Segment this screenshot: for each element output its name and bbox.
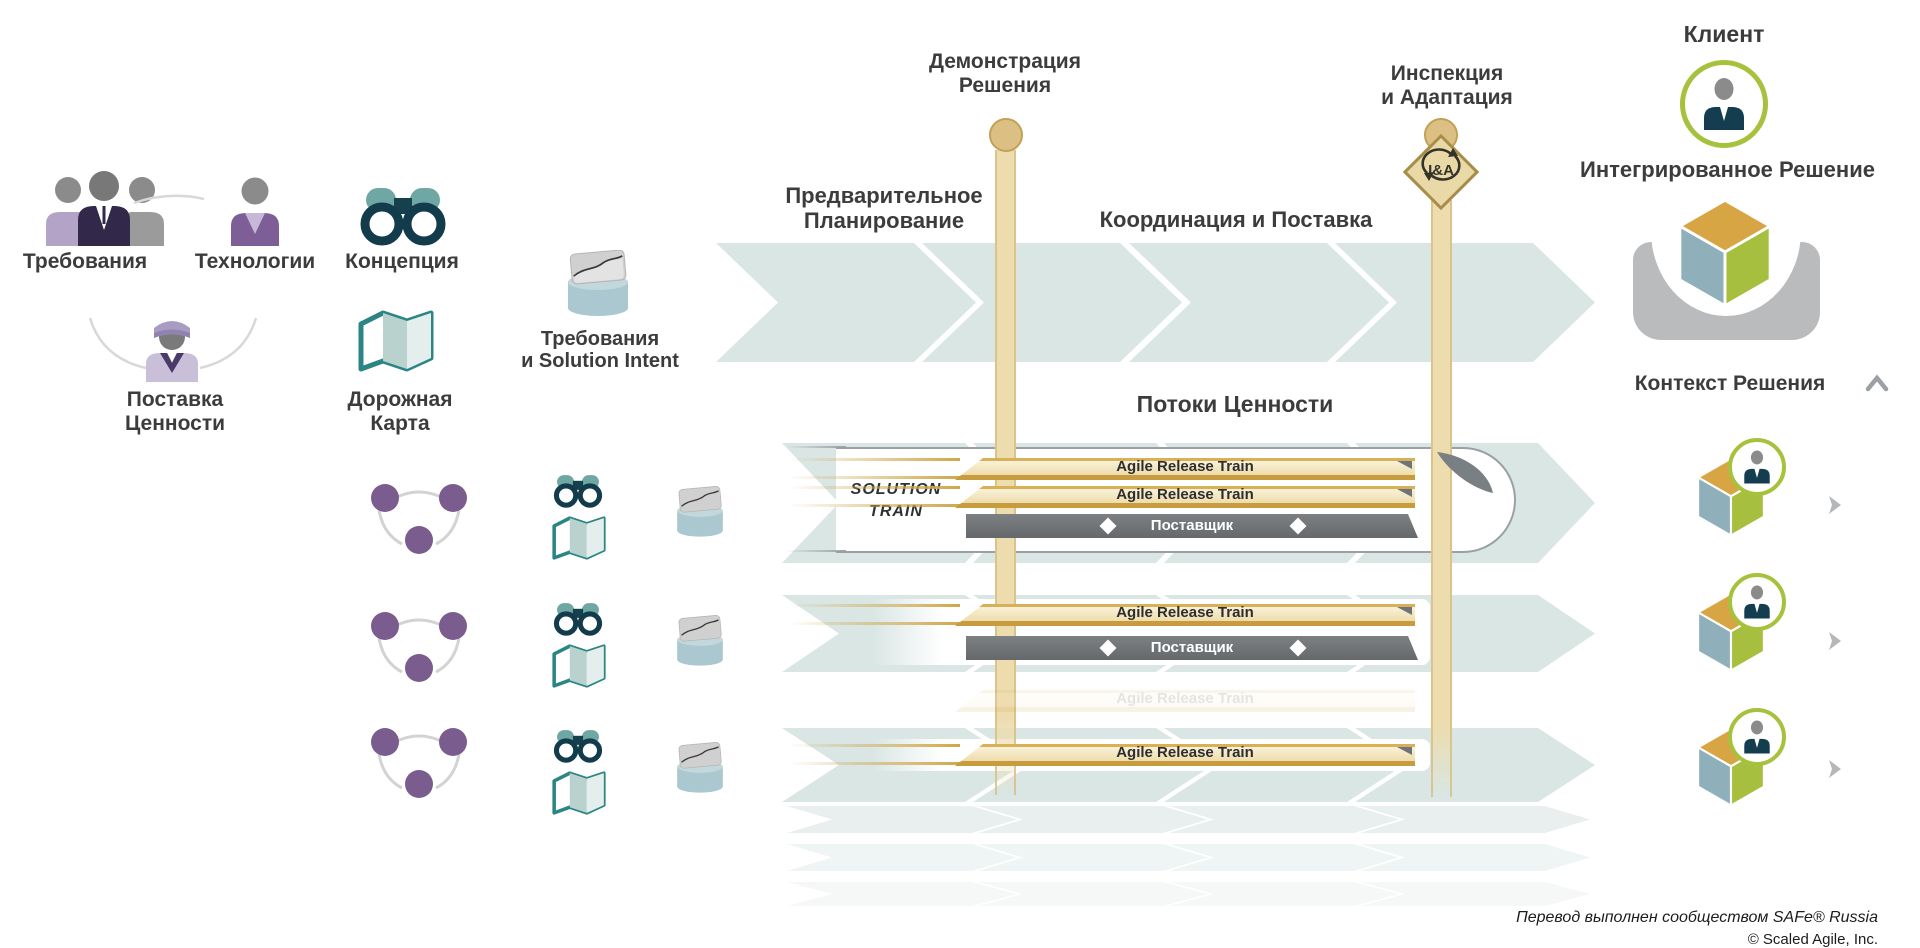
roadmap-map-icon[interactable] bbox=[358, 310, 434, 372]
chevron-segment bbox=[787, 882, 1017, 906]
roadmap-map-icon[interactable] bbox=[552, 771, 606, 815]
faded-train-bar: Agile Release Train bbox=[955, 690, 1415, 712]
chevron-right-icon[interactable] bbox=[1826, 758, 1844, 780]
value-delivery-conductor-icon[interactable] bbox=[140, 306, 204, 382]
vision-binoculars-icon[interactable] bbox=[550, 729, 606, 763]
vision-binoculars-icon[interactable] bbox=[550, 602, 606, 636]
value-stream-nodes-icon[interactable] bbox=[366, 724, 472, 800]
fading-band-3 bbox=[787, 882, 1590, 906]
train-tip-icon bbox=[1397, 489, 1412, 497]
mini-client-icon[interactable] bbox=[1728, 438, 1786, 496]
speed-line bbox=[788, 604, 960, 607]
solution-demo-milestone-icon[interactable] bbox=[989, 118, 1023, 152]
supplier-label: Поставщик bbox=[1150, 517, 1234, 534]
mini-client-icon[interactable] bbox=[1728, 708, 1786, 766]
agile-release-train-bar[interactable]: Agile Release Train bbox=[955, 458, 1415, 480]
ia-cycle-arrows-icon bbox=[1421, 148, 1461, 181]
train-nose-icon bbox=[1437, 452, 1493, 493]
chevron-segment bbox=[787, 844, 1017, 871]
solution-demo-label[interactable]: Демонстрация Решения bbox=[929, 50, 1081, 97]
person-icon bbox=[1744, 585, 1770, 619]
requirements-label[interactable]: Требования bbox=[22, 250, 148, 273]
agile-release-train-label: Agile Release Train bbox=[1116, 744, 1254, 761]
solution-intent-repository-icon[interactable] bbox=[556, 250, 640, 320]
roadmap-map-icon[interactable] bbox=[552, 644, 606, 688]
speed-line bbox=[788, 762, 960, 765]
solution-intent-label[interactable]: Требования и Solution Intent bbox=[521, 328, 679, 373]
chevron-segment bbox=[716, 243, 976, 362]
speed-line bbox=[788, 744, 960, 747]
supplier-bar[interactable]: Поставщик bbox=[966, 636, 1418, 660]
solution-context-label[interactable]: Контекст Решения bbox=[1634, 372, 1826, 395]
train-tip-icon bbox=[1397, 747, 1412, 755]
speed-line bbox=[788, 486, 960, 489]
speed-line bbox=[788, 504, 960, 507]
vision-binoculars-icon[interactable] bbox=[356, 186, 450, 246]
integrated-solution-cube-icon[interactable] bbox=[1677, 196, 1773, 310]
stakeholders-group-icon[interactable] bbox=[38, 168, 172, 246]
train-tip-icon bbox=[1397, 607, 1412, 615]
supplier-label: Поставщик bbox=[1150, 639, 1234, 656]
agile-release-train-label: Agile Release Train bbox=[1116, 604, 1254, 621]
track-speed-line bbox=[786, 446, 846, 448]
integrated-solution-label[interactable]: Интегрированное Решение bbox=[1580, 157, 1875, 182]
fading-band-2 bbox=[787, 844, 1590, 871]
fading-band-1 bbox=[787, 806, 1590, 833]
solution-intent-repository-icon[interactable] bbox=[668, 486, 732, 540]
vision-binoculars-icon[interactable] bbox=[550, 474, 606, 508]
value-stream-nodes-icon[interactable] bbox=[366, 480, 472, 556]
inspect-adapt-label[interactable]: Инспекция и Адаптация bbox=[1381, 62, 1513, 109]
speed-line bbox=[788, 458, 960, 461]
ia-badge: I&A bbox=[1428, 162, 1454, 179]
agile-release-train-label: Agile Release Train bbox=[1116, 486, 1254, 503]
header-chevron-band bbox=[716, 243, 1595, 362]
pre-planning-label[interactable]: Предварительное Планирование bbox=[785, 183, 983, 233]
supplier-bar[interactable]: Поставщик bbox=[966, 514, 1418, 538]
value-delivery-label[interactable]: Поставка Ценности bbox=[124, 388, 226, 435]
chevron-segment bbox=[787, 806, 1017, 833]
inspect-adapt-bar[interactable] bbox=[1431, 200, 1452, 797]
train-tip-icon bbox=[1397, 461, 1412, 469]
agile-release-train-bar[interactable]: Agile Release Train bbox=[955, 744, 1415, 766]
translation-credit: Перевод выполнен сообществом SAFe® Russi… bbox=[1516, 909, 1878, 926]
copyright-notice: © Scaled Agile, Inc. bbox=[1747, 931, 1878, 948]
person-icon bbox=[1744, 450, 1770, 484]
person-icon bbox=[1704, 78, 1744, 130]
mini-client-icon[interactable] bbox=[1728, 573, 1786, 631]
value-stream-nodes-icon[interactable] bbox=[366, 608, 472, 684]
solution-intent-repository-icon[interactable] bbox=[668, 615, 732, 669]
speed-line bbox=[788, 622, 960, 625]
track-speed-line bbox=[786, 550, 846, 552]
person-icon bbox=[1744, 720, 1770, 754]
roadmap-label[interactable]: Дорожная Карта bbox=[347, 388, 453, 435]
delivery-arcs bbox=[88, 317, 258, 370]
concept-label[interactable]: Концепция bbox=[345, 250, 459, 273]
agile-release-train-label: Agile Release Train bbox=[1116, 458, 1254, 475]
technology-person-icon[interactable] bbox=[226, 176, 284, 246]
client-person-icon[interactable] bbox=[1680, 60, 1768, 148]
chevron-up-icon[interactable] bbox=[1864, 374, 1890, 392]
agile-release-train-bar[interactable]: Agile Release Train bbox=[955, 604, 1415, 626]
client-label[interactable]: Клиент bbox=[1683, 21, 1765, 47]
technology-label[interactable]: Технологии bbox=[194, 250, 316, 273]
solution-intent-repository-icon[interactable] bbox=[668, 742, 732, 796]
roadmap-map-icon[interactable] bbox=[552, 516, 606, 560]
chevron-right-icon[interactable] bbox=[1826, 630, 1844, 652]
agile-release-train-bar[interactable]: Agile Release Train bbox=[955, 486, 1415, 508]
value-streams-title: Потоки Ценности bbox=[1136, 391, 1334, 417]
coordination-label[interactable]: Координация и Поставка bbox=[1099, 207, 1373, 232]
speed-line bbox=[788, 476, 960, 479]
chevron-right-icon[interactable] bbox=[1826, 494, 1844, 516]
connector-arc bbox=[133, 194, 205, 205]
inspect-adapt-diamond-icon[interactable]: I&A bbox=[1402, 133, 1480, 211]
